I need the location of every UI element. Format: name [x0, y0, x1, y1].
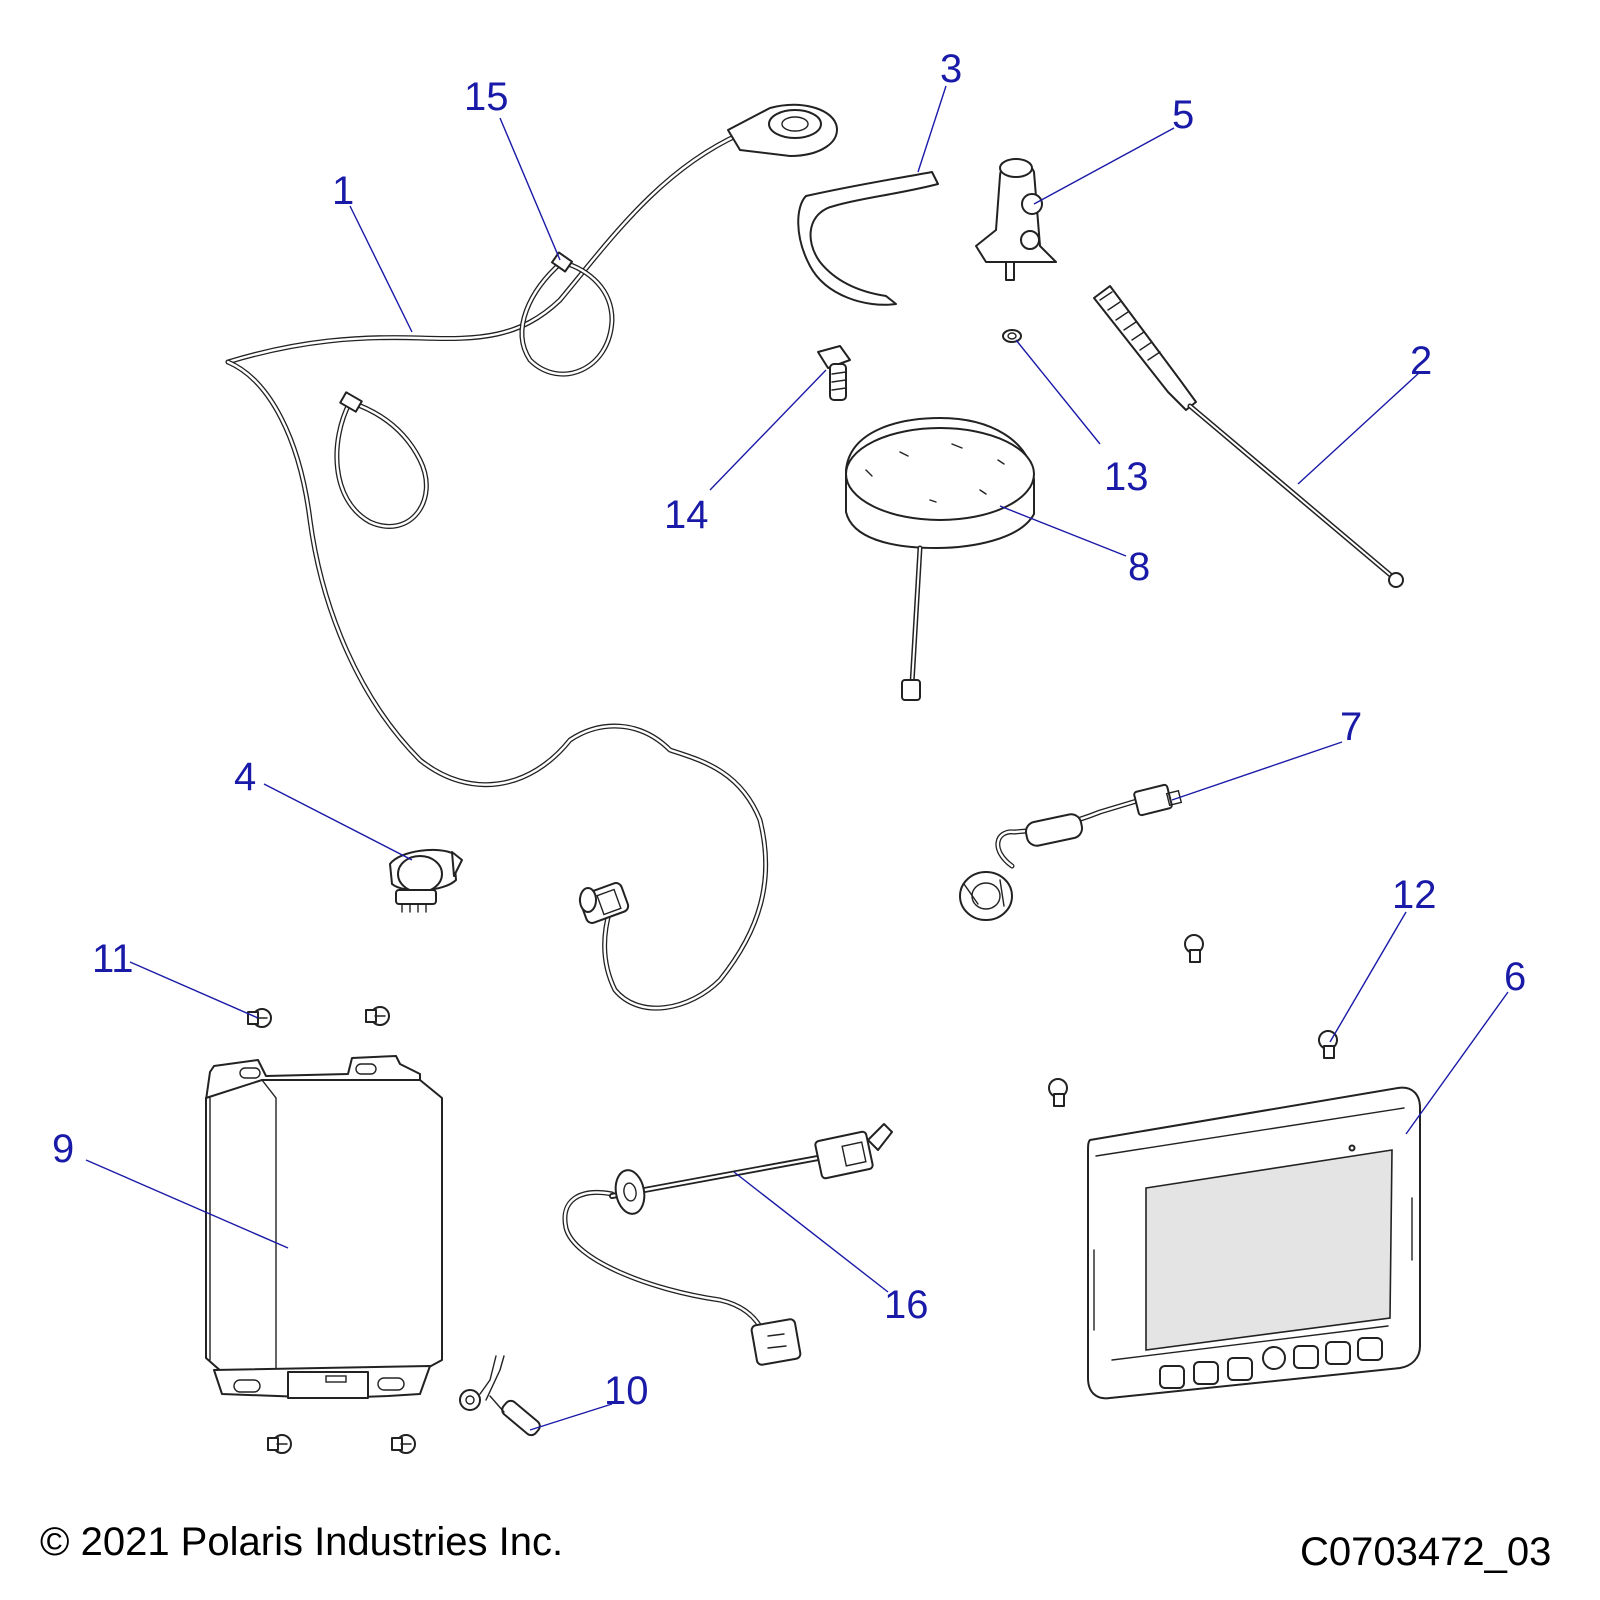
callout-12: 12	[1392, 873, 1437, 917]
part-10-ground-terminal	[459, 1355, 541, 1437]
callout-15: 15	[464, 75, 509, 119]
part-13-nut	[1002, 329, 1022, 343]
callout-11: 11	[92, 937, 134, 981]
callout-9: 9	[52, 1127, 74, 1171]
part-12-screws	[1048, 934, 1338, 1107]
screw-12a	[1184, 934, 1204, 963]
leader-4	[263, 783, 413, 861]
leader-2	[1297, 371, 1421, 485]
harness-ring-terminal	[727, 103, 838, 157]
part-7-camera-cable	[959, 783, 1183, 921]
harness-connector	[578, 882, 630, 924]
part-11-screws	[247, 1006, 416, 1454]
leader-9	[85, 1159, 289, 1249]
drawing-number: C0703472_03	[1300, 1530, 1552, 1574]
leader-8	[999, 505, 1127, 557]
callout-6: 6	[1504, 955, 1526, 999]
part-15-cable-tie	[519, 251, 615, 377]
leader-13	[1015, 339, 1101, 445]
callout-14: 14	[664, 493, 709, 537]
copyright-notice: © 2021 Polaris Industries Inc.	[40, 1520, 564, 1564]
screw-11d	[391, 1434, 416, 1454]
callout-5: 5	[1172, 93, 1194, 137]
part-1-antenna-harness	[225, 103, 838, 1011]
part-9-module	[205, 1055, 443, 1399]
leader-12	[1329, 911, 1407, 1043]
callout-1: 1	[332, 169, 354, 213]
display-button-row	[1159, 1337, 1383, 1389]
leader-lines	[85, 85, 1509, 1431]
callout-7: 7	[1340, 705, 1362, 749]
leader-15	[499, 117, 561, 261]
part-4-connector-clip	[389, 848, 463, 913]
callout-numbers: 1 2 3 4 5 6 7 8 9 10 11 12 13 14 15 16	[52, 47, 1526, 1413]
part-2-whip-antenna	[1093, 285, 1404, 588]
leader-10	[529, 1403, 613, 1431]
callout-10: 10	[604, 1369, 649, 1413]
screw-11c	[267, 1434, 292, 1454]
callout-2: 2	[1410, 339, 1432, 383]
part-3-bracket	[797, 171, 939, 306]
callout-13: 13	[1104, 455, 1149, 499]
part-14-bolt	[817, 345, 851, 401]
part-5-antenna-mount	[975, 158, 1057, 281]
leader-1	[349, 205, 413, 333]
part-16-extension-harness	[562, 1123, 893, 1366]
leader-3	[917, 85, 947, 173]
leader-14	[709, 369, 827, 491]
loose-cable-tie	[334, 391, 429, 529]
part-6-display	[1087, 1086, 1421, 1400]
callout-3: 3	[940, 47, 962, 91]
leader-11	[129, 961, 259, 1019]
callout-8: 8	[1128, 545, 1150, 589]
leader-5	[1033, 127, 1175, 205]
callout-4: 4	[234, 755, 256, 799]
leader-7	[1171, 741, 1343, 801]
callout-16: 16	[884, 1283, 929, 1327]
leader-6	[1405, 991, 1509, 1135]
screw-12c	[1048, 1078, 1068, 1107]
screw-11a	[247, 1008, 272, 1028]
screw-12b	[1318, 1030, 1338, 1059]
screw-11b	[365, 1006, 390, 1026]
part-8-gps-antenna	[845, 417, 1035, 701]
leader-16	[733, 1171, 889, 1293]
